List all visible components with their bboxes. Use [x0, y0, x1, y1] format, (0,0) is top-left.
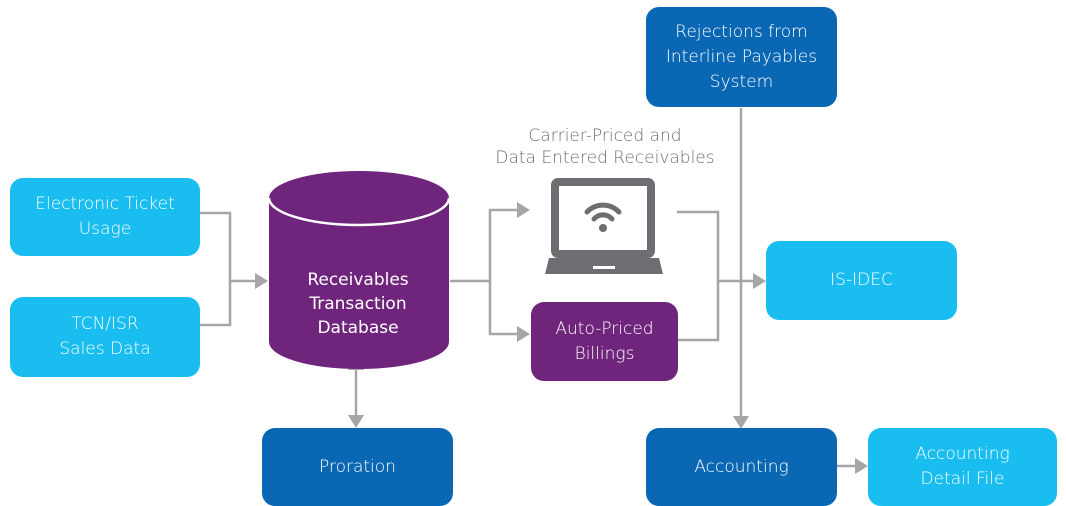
laptop-caption: Carrier-Priced and Data Entered Receivab… — [495, 126, 715, 168]
rejections-node: Rejections from Interline Payables Syste… — [646, 7, 837, 107]
arrowhead-isidec — [753, 273, 766, 289]
is-idec-node: IS-IDEC — [766, 241, 957, 320]
arrowhead-db — [255, 273, 268, 289]
connector-db-to-auto — [488, 281, 518, 336]
arrowhead-laptop — [517, 202, 530, 218]
database-label: Receivables Transaction Database — [307, 270, 409, 338]
connector-db-to-laptop — [488, 208, 518, 281]
electronic-ticket-node: Electronic Ticket Usage — [10, 178, 200, 256]
arrowhead-auto — [517, 326, 530, 342]
auto-priced-billings-node: Auto-Priced Billings — [531, 302, 678, 381]
accounting-node: Accounting — [646, 428, 837, 506]
connector-laptop-out — [677, 210, 720, 342]
tcn-isr-node: TCN/ISR Sales Data — [10, 297, 200, 377]
connector-ticket — [200, 211, 232, 327]
arrowhead-detail — [855, 458, 868, 474]
laptop-wifi-icon — [545, 178, 663, 274]
accounting-detail-file-node: Accounting Detail File — [868, 428, 1057, 506]
proration-node: Proration — [262, 428, 453, 506]
arrowhead-down-proration — [348, 415, 364, 428]
arrowhead-accounting — [733, 416, 749, 429]
cylinder-database-icon — [268, 171, 450, 369]
